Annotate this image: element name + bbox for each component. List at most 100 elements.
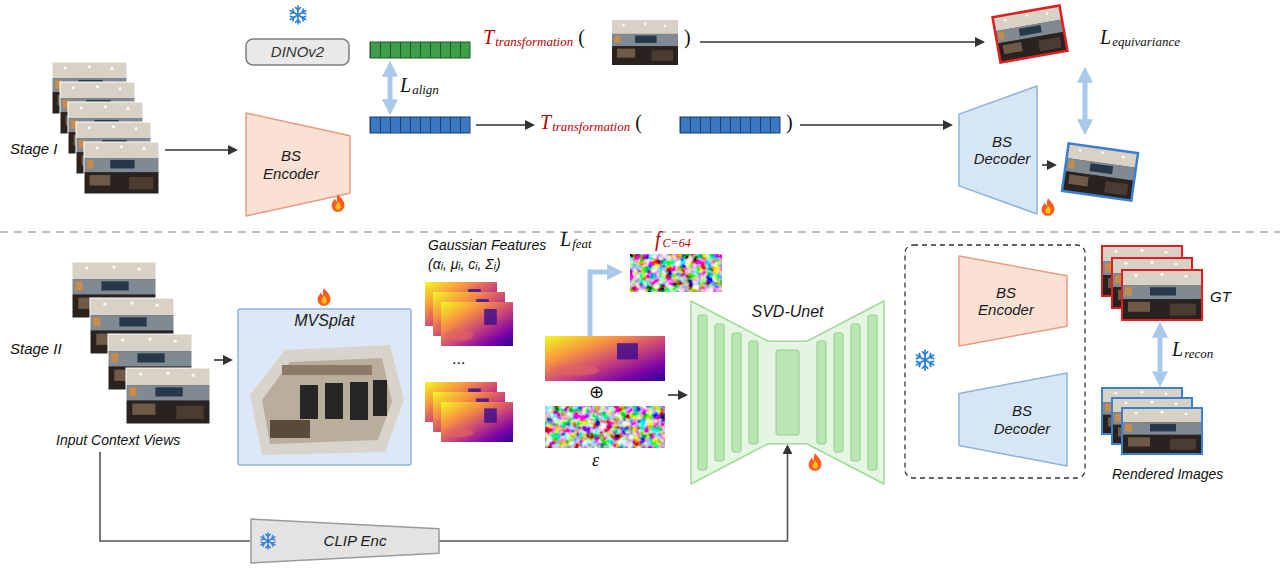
node-shape [691, 301, 884, 484]
node-label: BS Encoder [970, 284, 1042, 319]
node-shape [959, 86, 1037, 214]
parenthesis: ) [684, 26, 691, 49]
decoded-image [1062, 143, 1138, 200]
loss-subscript: align [412, 83, 439, 98]
node-label: CLIP Enc [324, 532, 387, 549]
model-box: DINOv2 [245, 38, 350, 66]
flow-arrow [1042, 164, 1050, 166]
parenthesis: ) [786, 111, 793, 134]
node-shape [251, 519, 439, 563]
node-shape [959, 256, 1067, 346]
feature-params: , Σ [478, 256, 494, 272]
decoder-trapezoid: BS Decoder [958, 85, 1038, 215]
token-bar [370, 42, 470, 58]
transform-symbol: T [540, 111, 551, 134]
transform-subscript: transformation [495, 35, 573, 50]
decoder-trapezoid: BS Decoder [958, 372, 1068, 467]
flow-arrow [668, 394, 681, 396]
stage-separator [0, 231, 1280, 233]
unet-shape: SVD-Unet [690, 300, 885, 485]
node-outline [690, 300, 885, 485]
ellipsis: ... [452, 350, 465, 368]
feature-params: ) [496, 256, 501, 272]
loss-arrow [590, 272, 612, 336]
frozen-icon [290, 6, 306, 24]
parenthesis: ( [578, 26, 585, 49]
feature-title: Gaussian Features [428, 237, 546, 253]
feature-maps [425, 282, 513, 442]
encoder-trapezoid: BS Encoder [958, 255, 1068, 347]
node-shape [246, 113, 350, 216]
feature-params: (α [428, 256, 441, 272]
feature-block [545, 336, 665, 381]
loss-arrow [1158, 333, 1163, 376]
encoder-trapezoid: BS Encoder [245, 112, 351, 217]
loss-symbol: L [400, 74, 411, 97]
wire [100, 452, 250, 541]
image-label: Input Context Views [56, 432, 180, 448]
noise-symbol: ε [592, 450, 599, 471]
noise-block [545, 406, 665, 448]
loss-subscript: recon [1184, 347, 1213, 362]
node-label: DINOv2 [271, 43, 324, 60]
node-shape [246, 39, 349, 65]
token-bar [370, 117, 470, 133]
loss-symbol: L [1172, 338, 1183, 361]
node-label: BS Decoder [970, 133, 1034, 168]
stage-label: Stage I [10, 140, 58, 157]
image-label: GT [1210, 288, 1231, 305]
loss-arrow [388, 72, 393, 104]
node-label: SVD-Unet [751, 303, 823, 321]
connector-arrow [439, 451, 788, 541]
param-subscript: i [458, 261, 460, 273]
flow-arrow [165, 149, 231, 151]
gt-images [1102, 246, 1202, 320]
token-bar [680, 117, 780, 133]
flow-arrow [214, 359, 226, 361]
dashed-group [905, 245, 1085, 478]
feature-subscript: C=64 [663, 237, 691, 251]
transformed-image [993, 5, 1068, 62]
param-subscript: i [441, 261, 443, 273]
image-stack [52, 62, 159, 194]
model-box: MVSplat [237, 308, 412, 466]
scene-reconstruction [250, 345, 404, 455]
frozen-icon [261, 533, 275, 549]
loss-subscript: equivariance [1112, 35, 1180, 50]
flow-arrow [476, 124, 528, 126]
transform-symbol: T [483, 26, 494, 49]
loss-symbol: L [560, 228, 571, 251]
flow-arrow [800, 124, 946, 126]
image-stack [72, 262, 210, 424]
trainable-icon [318, 288, 331, 306]
encoder-trapezoid: CLIP Enc [250, 518, 440, 564]
param-subscript: i [475, 261, 477, 273]
latent-feature [630, 254, 722, 292]
input-image [612, 20, 678, 65]
unet-layers [698, 315, 877, 470]
trainable-icon [332, 194, 345, 212]
loss-arrow [1083, 78, 1088, 124]
trainable-icon [1042, 198, 1055, 216]
trainable-icon [809, 453, 822, 471]
node-shape [238, 309, 411, 465]
node-shape [959, 373, 1067, 466]
transform-subscript: transformation [552, 120, 630, 135]
node-label: BS Decoder [986, 402, 1058, 437]
image-label: Rendered Images [1112, 466, 1223, 482]
node-label: BS Encoder [255, 147, 327, 182]
param-subscript: i [494, 261, 496, 273]
flow-arrow [700, 41, 978, 43]
parenthesis: ( [635, 111, 642, 134]
loss-subscript: feat [572, 237, 592, 252]
feature-params: , μ [443, 256, 458, 272]
node-outline [237, 308, 412, 466]
feature-params: , c [461, 256, 476, 272]
rendered-images [1102, 388, 1202, 454]
concat-symbol: ⊕ [589, 382, 604, 403]
loss-symbol: L [1100, 26, 1111, 49]
node-label: MVSplat [294, 312, 354, 330]
feature-symbol: f [655, 228, 661, 251]
